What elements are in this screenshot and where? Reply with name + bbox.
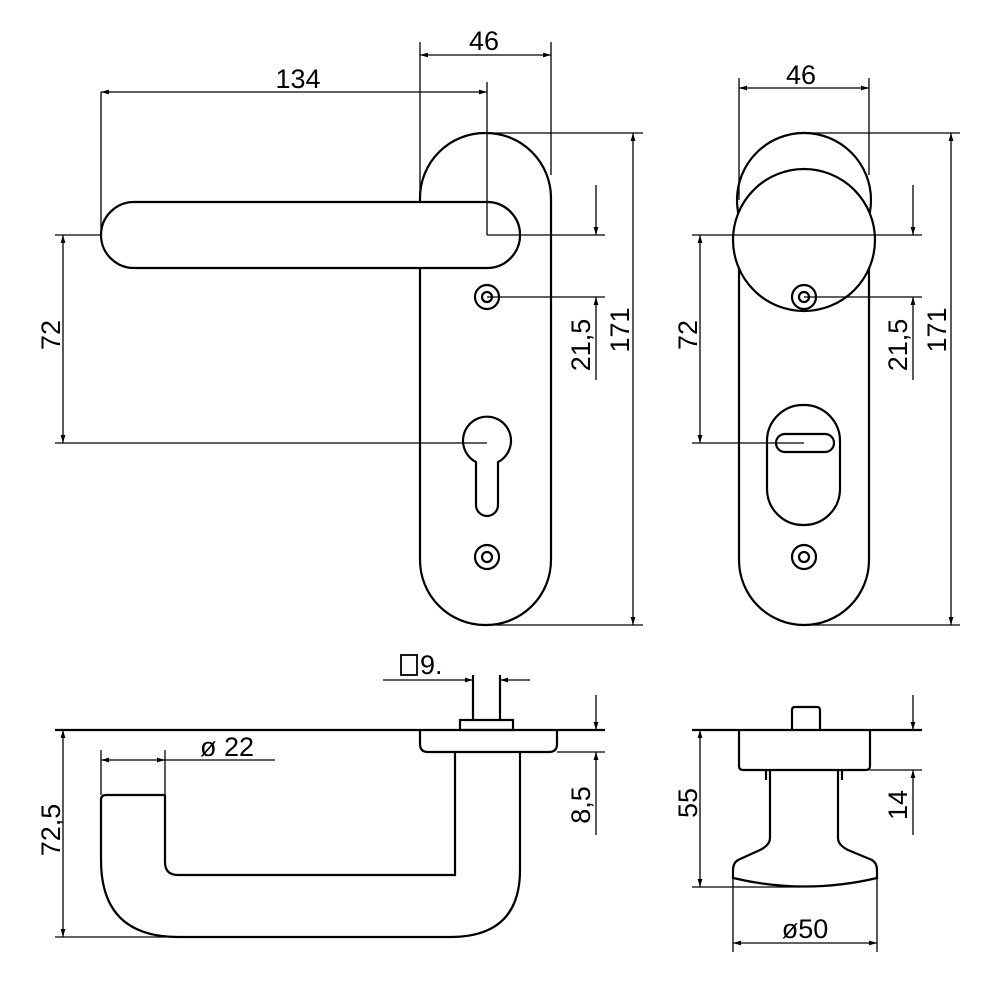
lever-end-cap [99, 793, 165, 801]
label-134: 134 [275, 64, 320, 94]
square-symbol-icon [400, 654, 418, 676]
lever-side-view: 9. ø 22 72,5 8,5 [36, 650, 605, 939]
knob-screw-bottom-inner [797, 550, 811, 564]
label-14: 14 [883, 790, 913, 820]
knob [731, 167, 877, 313]
label-72-knob: 72 [673, 320, 703, 350]
cylinder-cover [765, 403, 842, 527]
label-171-knob: 171 [922, 307, 952, 352]
rose-side [418, 730, 559, 754]
label-46-front: 46 [469, 26, 499, 56]
screw-hole-bottom [473, 543, 501, 571]
label-diameter-22: ø 22 [200, 732, 254, 762]
label-72-5: 72,5 [36, 804, 66, 857]
knob-profile [731, 770, 879, 888]
label-171-front: 171 [605, 307, 635, 352]
keyhole-profile-cylinder [461, 415, 513, 518]
label-21-5-front: 21,5 [566, 319, 596, 372]
screw-hole-bottom-inner [480, 550, 494, 564]
knob-screw-bottom [790, 543, 818, 571]
label-diameter-50: ø50 [782, 914, 829, 944]
lever-front-view: 134 46 72 21,5 171 [36, 26, 643, 627]
backplate-outline [418, 131, 553, 627]
knob-front-view: 46 72 21,5 171 [673, 60, 960, 627]
knob-side-view: 55 14 ø50 [673, 695, 922, 952]
label-72-front: 72 [36, 320, 66, 350]
spindle-collar [458, 718, 515, 732]
label-55: 55 [673, 788, 703, 818]
lever-inner-profile [163, 752, 457, 877]
knob-spindle-stub [790, 705, 822, 730]
label-46-knob: 46 [786, 60, 816, 90]
lever-handle [99, 200, 522, 270]
label-square-9: 9. [420, 650, 443, 680]
knob-rose-side [737, 730, 872, 772]
lever-outer-profile [99, 752, 522, 939]
label-21-5-knob: 21,5 [883, 319, 913, 372]
label-8-5: 8,5 [566, 786, 596, 824]
